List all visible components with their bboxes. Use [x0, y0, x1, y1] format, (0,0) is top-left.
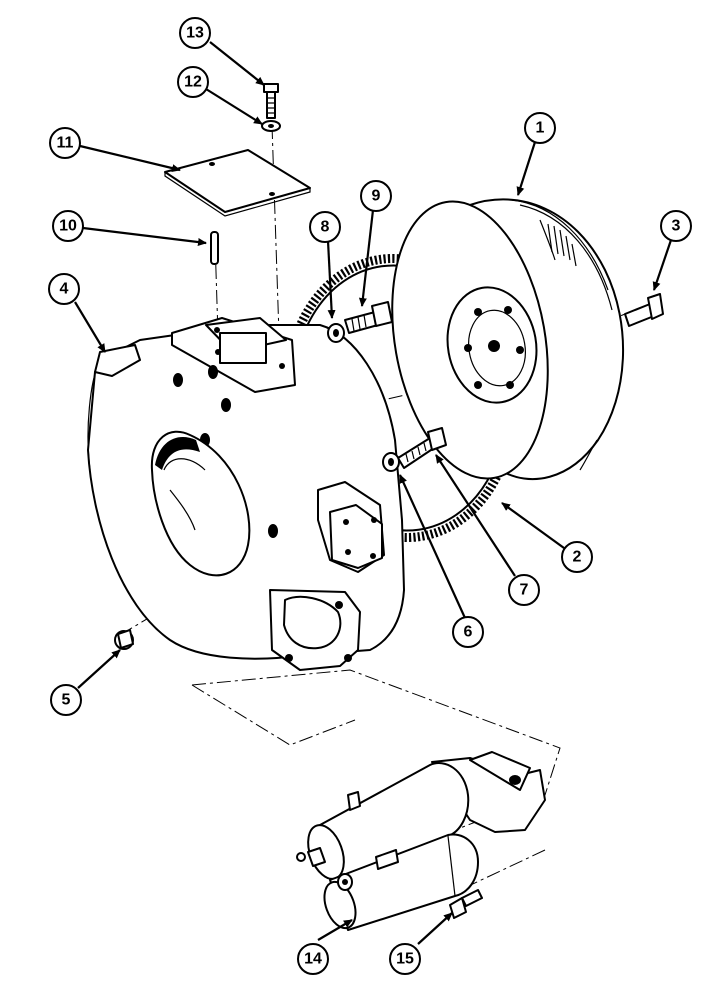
callout-15-label: 15 [396, 951, 414, 968]
washer-8 [327, 323, 345, 343]
callout-1-label: 1 [536, 120, 545, 137]
washer-6 [382, 452, 400, 472]
callout-9-label: 9 [372, 188, 381, 205]
callout-14-label: 14 [304, 951, 322, 968]
starter-bolt [449, 889, 483, 919]
callout-11: 11 [49, 127, 81, 159]
callout-6: 6 [452, 616, 484, 648]
callout-10: 10 [52, 210, 84, 242]
callout-1: 1 [524, 112, 556, 144]
cover-bolt [263, 83, 279, 119]
callout-5: 5 [50, 684, 82, 716]
lock-washer [261, 120, 281, 132]
callout-3: 3 [660, 210, 692, 242]
callout-10-label: 10 [59, 218, 77, 235]
starter-motor [296, 751, 546, 931]
callout-5-label: 5 [62, 692, 71, 709]
callout-4-label: 4 [60, 281, 69, 298]
callout-7-label: 7 [520, 582, 529, 599]
callout-8-label: 8 [321, 219, 330, 236]
flywheel-bolt [624, 293, 664, 327]
ring-gear-bolt-upper [344, 301, 393, 334]
callout-15: 15 [389, 943, 421, 975]
callout-7: 7 [508, 574, 540, 606]
callout-4: 4 [48, 273, 80, 305]
callout-12-label: 12 [184, 74, 202, 91]
callout-8: 8 [309, 211, 341, 243]
callout-leaders [74, 41, 673, 945]
callout-12: 12 [177, 66, 209, 98]
callout-2-label: 2 [573, 549, 582, 566]
callout-13-label: 13 [186, 25, 204, 42]
ring-gear-bolt-lower [397, 427, 447, 469]
cover-plate [164, 149, 311, 217]
plug [114, 629, 134, 650]
callout-3-label: 3 [672, 218, 681, 235]
bell-housing [87, 317, 405, 671]
callout-13: 13 [179, 17, 211, 49]
callout-2: 2 [561, 541, 593, 573]
callout-14: 14 [297, 943, 329, 975]
callout-9: 9 [360, 180, 392, 212]
flywheel [391, 198, 625, 481]
callout-6-label: 6 [464, 624, 473, 641]
callout-11-label: 11 [57, 135, 74, 152]
dowel-pin [210, 231, 219, 265]
